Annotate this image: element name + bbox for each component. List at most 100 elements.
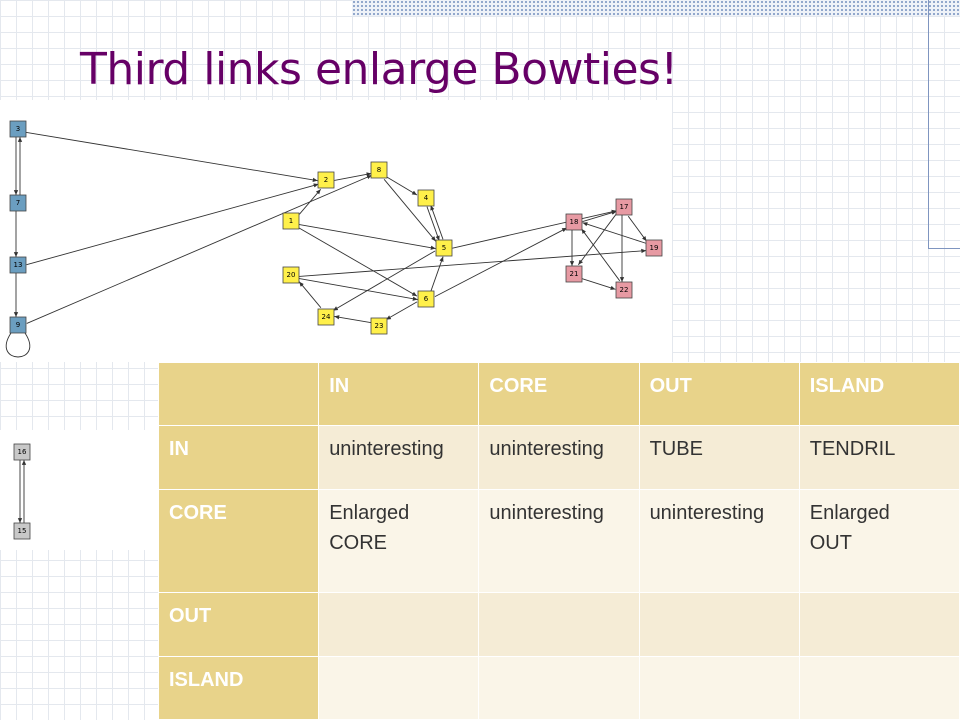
column-header-island: ISLAND [798, 361, 960, 427]
table-cell [638, 655, 800, 720]
table-cell [798, 655, 960, 720]
table-cell [478, 592, 640, 657]
node-label: 7 [16, 199, 20, 207]
graph-edge-5-4 [430, 205, 444, 240]
node-box [615, 198, 633, 216]
node-label: 17 [620, 203, 629, 211]
graph-edges [5, 131, 647, 523]
node-label: 2 [324, 176, 328, 184]
graph-edge-1-5 [298, 223, 436, 250]
decorative-rule [928, 0, 929, 248]
table-cell: Enlarged OUT [798, 488, 960, 594]
graph-node-15: 15 [13, 522, 31, 540]
table-cell [638, 592, 800, 657]
graph-node-3: 3 [9, 120, 27, 138]
node-box [9, 256, 27, 274]
graph-edge-1-2 [299, 189, 322, 215]
row-header-island: ISLAND [157, 655, 320, 720]
node-box [13, 522, 31, 540]
graph-node-19: 19 [645, 239, 663, 257]
graph-edge-21-22 [581, 278, 616, 290]
graph-node-23: 23 [370, 317, 388, 335]
graph-edge-2-8 [334, 172, 372, 181]
graph-edge-20-6 [298, 277, 418, 301]
graph-edge-18-17 [582, 210, 617, 222]
node-box [282, 266, 300, 284]
row-header-core: CORE [157, 488, 320, 594]
node-box [317, 171, 335, 189]
node-label: 24 [322, 313, 331, 321]
node-label: 22 [620, 286, 629, 294]
node-label: 5 [442, 244, 446, 252]
graph-node-22: 22 [615, 281, 633, 299]
node-label: 21 [570, 270, 579, 278]
node-box [370, 317, 388, 335]
node-label: 3 [16, 125, 20, 133]
graph-edge-6-23 [385, 301, 418, 321]
graph-edge-4-5 [426, 206, 440, 241]
graph-node-6: 6 [417, 290, 435, 308]
graph-node-21: 21 [565, 265, 583, 283]
graph-edge-13-2 [26, 183, 319, 266]
node-box [370, 161, 388, 179]
node-box [615, 281, 633, 299]
graph-node-9: 9 [9, 316, 27, 334]
table-cell [318, 655, 480, 720]
node-box [317, 308, 335, 326]
node-box [645, 239, 663, 257]
graph-edge-17-19 [627, 215, 647, 242]
table-row-island: ISLAND [157, 655, 960, 720]
table-header-row: IN CORE OUT ISLAND [157, 361, 960, 427]
node-label: 9 [16, 321, 20, 329]
graph-edge-19-18 [582, 222, 647, 244]
table-row-in: IN uninteresting uninteresting TUBE TEND… [157, 425, 960, 490]
table-cell: TENDRIL [798, 425, 960, 490]
bowtie-link-matrix: IN CORE OUT ISLAND IN uninteresting unin… [157, 361, 960, 720]
table-cell: Enlarged CORE [318, 488, 480, 594]
graph-node-24: 24 [317, 308, 335, 326]
column-header-core: CORE [478, 361, 640, 427]
graph-edge-17-21 [578, 213, 617, 266]
node-label: 15 [18, 527, 27, 535]
self-loop-edge [5, 332, 31, 358]
column-header-in: IN [318, 361, 480, 427]
row-header-out: OUT [157, 592, 320, 657]
graph-node-5: 5 [435, 239, 453, 257]
graph-node-7: 7 [9, 194, 27, 212]
graph-edge-22-18 [581, 228, 621, 282]
node-label: 19 [650, 244, 659, 252]
row-header-in: IN [157, 425, 320, 490]
graph-node-2: 2 [317, 171, 335, 189]
node-box [417, 189, 435, 207]
graph-node-17: 17 [615, 198, 633, 216]
graph-node-4: 4 [417, 189, 435, 207]
table-cell: TUBE [638, 425, 800, 490]
node-box [435, 239, 453, 257]
node-box [565, 213, 583, 231]
decorative-rule-horizontal [928, 248, 960, 249]
graph-edge-20-19 [299, 248, 647, 277]
node-label: 6 [424, 295, 429, 303]
node-box [13, 443, 31, 461]
node-label: 13 [14, 261, 23, 269]
node-box [9, 316, 27, 334]
table-cell [318, 592, 480, 657]
table-cell: uninteresting [478, 488, 640, 594]
node-box [9, 194, 27, 212]
graph-node-13: 13 [9, 256, 27, 274]
node-label: 8 [377, 166, 381, 174]
graph-edge-5-24 [332, 250, 436, 311]
table-cell: uninteresting [478, 425, 640, 490]
graph-node-20: 20 [282, 266, 300, 284]
node-label: 16 [18, 448, 27, 456]
graph-node-1: 1 [282, 212, 300, 230]
node-label: 1 [289, 217, 293, 225]
node-box [9, 120, 27, 138]
node-label: 4 [424, 194, 429, 202]
table-cell: uninteresting [318, 425, 480, 490]
graph-edge-6-5 [430, 256, 444, 292]
table-row-core: CORE Enlarged CORE uninteresting uninter… [157, 488, 960, 594]
graph-edge-5-17 [452, 209, 617, 249]
